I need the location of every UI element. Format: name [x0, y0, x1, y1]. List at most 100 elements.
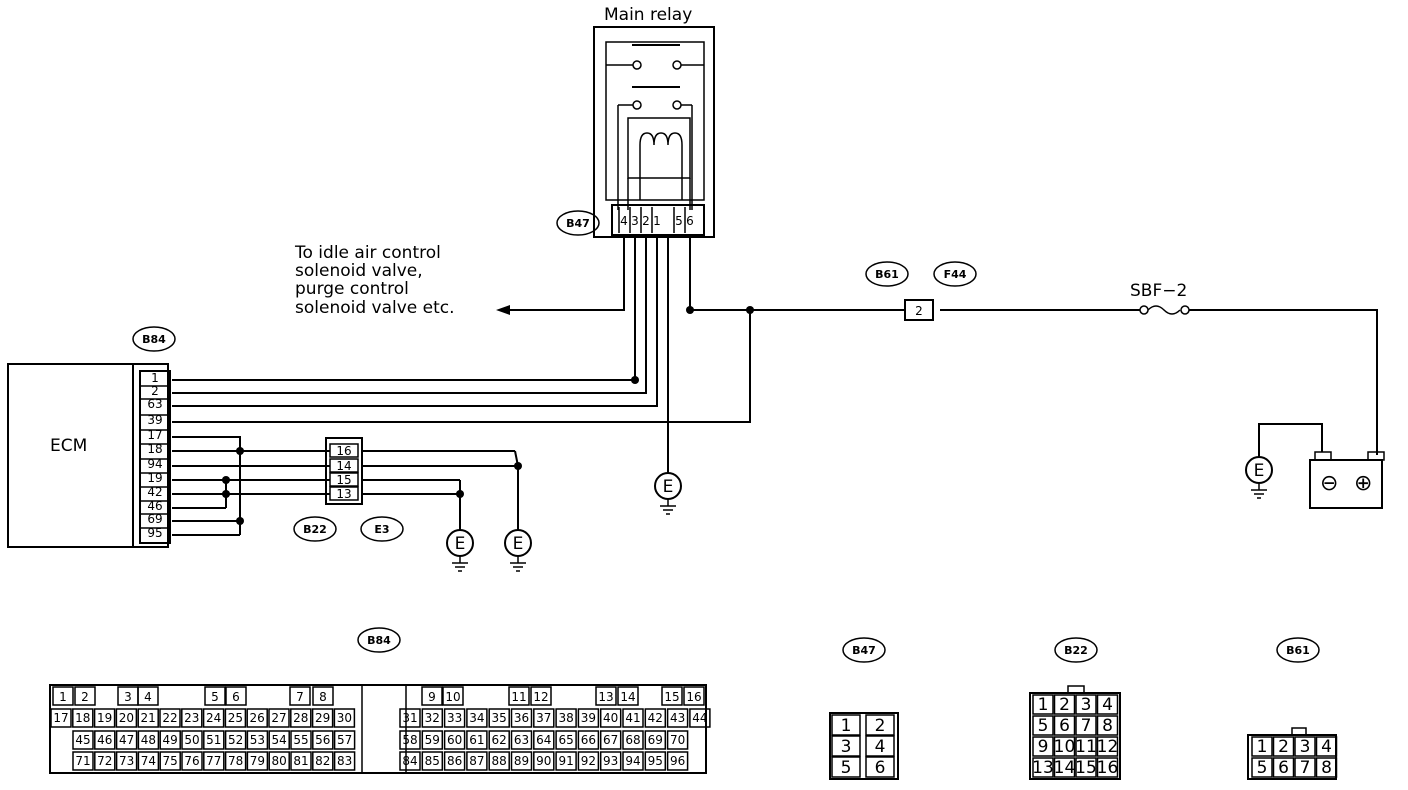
b84-face-pin-65: 65 [558, 733, 573, 747]
face-b22-title: B22 [1064, 644, 1088, 657]
b84-face-pin-53: 53 [250, 733, 265, 747]
b22-pin-13: 13 [336, 487, 351, 501]
tag-f44-label: F44 [944, 268, 967, 281]
b84-face-pin-69: 69 [648, 733, 663, 747]
b61-face-pin-1: 1 [1257, 737, 1268, 757]
b22-face-pin-11: 11 [1075, 737, 1097, 757]
b84-face-pin-89: 89 [514, 754, 529, 768]
note-line-4: solenoid valve etc. [295, 298, 455, 318]
b61-pin-label: 2 [915, 304, 923, 318]
ecm-pin-18: 18 [147, 442, 162, 456]
b84-face-pin-48: 48 [141, 733, 156, 747]
b84-face-pin-42: 42 [648, 711, 663, 725]
b22-face-pin-3: 3 [1081, 695, 1092, 715]
b84-face-pin-85: 85 [425, 754, 440, 768]
b84-face-pin-91: 91 [558, 754, 573, 768]
b84-face-pin-81: 81 [293, 754, 308, 768]
relay-pin-4: 4 [620, 214, 628, 228]
b84-face-pin-9: 9 [428, 690, 436, 704]
b84-face-pin-59: 59 [425, 733, 440, 747]
ecm-pin-19: 19 [147, 471, 162, 485]
b84-face-pin-71: 71 [75, 754, 90, 768]
tag-f44: F44 [933, 261, 977, 287]
b22-pin-14: 14 [336, 459, 351, 473]
b47-face-pin-1: 1 [841, 716, 852, 736]
b84-face-pin-12: 12 [533, 690, 548, 704]
b84-face-pin-79: 79 [250, 754, 265, 768]
b84-face-pin-88: 88 [492, 754, 507, 768]
tag-b47: B47 [556, 210, 600, 236]
b84-face-pin-92: 92 [581, 754, 596, 768]
ecm-pin-39: 39 [147, 413, 162, 427]
b61-face-pin-8: 8 [1321, 758, 1332, 778]
b22-pin-15: 15 [336, 473, 351, 487]
b84-face-pin-19: 19 [97, 711, 112, 725]
note-line-1: To idle air control [294, 243, 441, 263]
b61-face-pin-4: 4 [1321, 737, 1332, 757]
b61-face-pin-2: 2 [1278, 737, 1289, 757]
face-b61-title: B61 [1286, 644, 1310, 657]
tag-b61-label: B61 [875, 268, 899, 281]
b22-face-pin-8: 8 [1102, 716, 1113, 736]
b22-face-pin-15: 15 [1075, 758, 1097, 778]
b84-face-pin-78: 78 [228, 754, 243, 768]
b61-face-pin-6: 6 [1278, 758, 1289, 778]
b84-face-pin-73: 73 [119, 754, 134, 768]
relay-pin-5: 5 [675, 214, 683, 228]
ecm-pin-69: 69 [147, 512, 162, 526]
b84-face-pin-47: 47 [119, 733, 134, 747]
relay-pin-6: 6 [686, 214, 694, 228]
b84-face-pin-1: 1 [59, 690, 67, 704]
b84-face-pin-30: 30 [337, 711, 352, 725]
b84-face-pin-64: 64 [536, 733, 551, 747]
b22-face-pin-9: 9 [1038, 737, 1049, 757]
b84-face-pin-35: 35 [492, 711, 507, 725]
b61-face-pin-5: 5 [1257, 758, 1268, 778]
ecm-label: ECM [50, 436, 87, 456]
ecm-pin-94: 94 [147, 457, 162, 471]
note-line-2: solenoid valve, [295, 261, 423, 281]
b84-face-pin-49: 49 [163, 733, 178, 747]
b84-face-pin-46: 46 [97, 733, 112, 747]
b84-face-pin-94: 94 [625, 754, 640, 768]
note-line-3: purge control [295, 279, 409, 299]
b47-face-pin-4: 4 [875, 737, 886, 757]
face-b84-title: B84 [367, 634, 391, 647]
b84-face-pin-63: 63 [514, 733, 529, 747]
relay-pin-1: 1 [653, 214, 661, 228]
b84-face-pin-52: 52 [228, 733, 243, 747]
tag-b84-label: B84 [142, 333, 166, 346]
relay-pin-2: 2 [642, 214, 650, 228]
main-relay-title: Main relay [604, 5, 692, 25]
ecm-pin-46: 46 [147, 499, 162, 513]
b84-face-pin-32: 32 [425, 711, 440, 725]
b84-face-pin-22: 22 [162, 711, 177, 725]
b22-face-pin-1: 1 [1038, 695, 1049, 715]
ecm-pin-63: 63 [147, 397, 162, 411]
ground-symbol-label: E [455, 534, 466, 554]
b22-face-pin-16: 16 [1097, 758, 1119, 778]
b22-face-pin-6: 6 [1059, 716, 1070, 736]
b84-face-pin-24: 24 [206, 711, 221, 725]
b61-face-pin-3: 3 [1300, 737, 1311, 757]
b84-face-pin-68: 68 [625, 733, 640, 747]
b84-face-pin-23: 23 [184, 711, 199, 725]
b84-face-pin-17: 17 [53, 711, 68, 725]
b84-face-pin-58: 58 [402, 733, 417, 747]
b84-face-pin-21: 21 [141, 711, 156, 725]
b84-face-pin-33: 33 [447, 711, 462, 725]
b47-face-pin-6: 6 [875, 758, 886, 778]
b84-face-pin-51: 51 [206, 733, 221, 747]
b84-face-pin-77: 77 [206, 754, 221, 768]
b47-face-pin-2: 2 [875, 716, 886, 736]
b22-face-pin-13: 13 [1032, 758, 1054, 778]
b84-face-pin-3: 3 [124, 690, 132, 704]
b84-face-pin-90: 90 [536, 754, 551, 768]
b84-face-pin-95: 95 [648, 754, 663, 768]
b22-face-pin-5: 5 [1038, 716, 1049, 736]
ecm-pin-42: 42 [147, 485, 162, 499]
b84-face-pin-76: 76 [184, 754, 199, 768]
